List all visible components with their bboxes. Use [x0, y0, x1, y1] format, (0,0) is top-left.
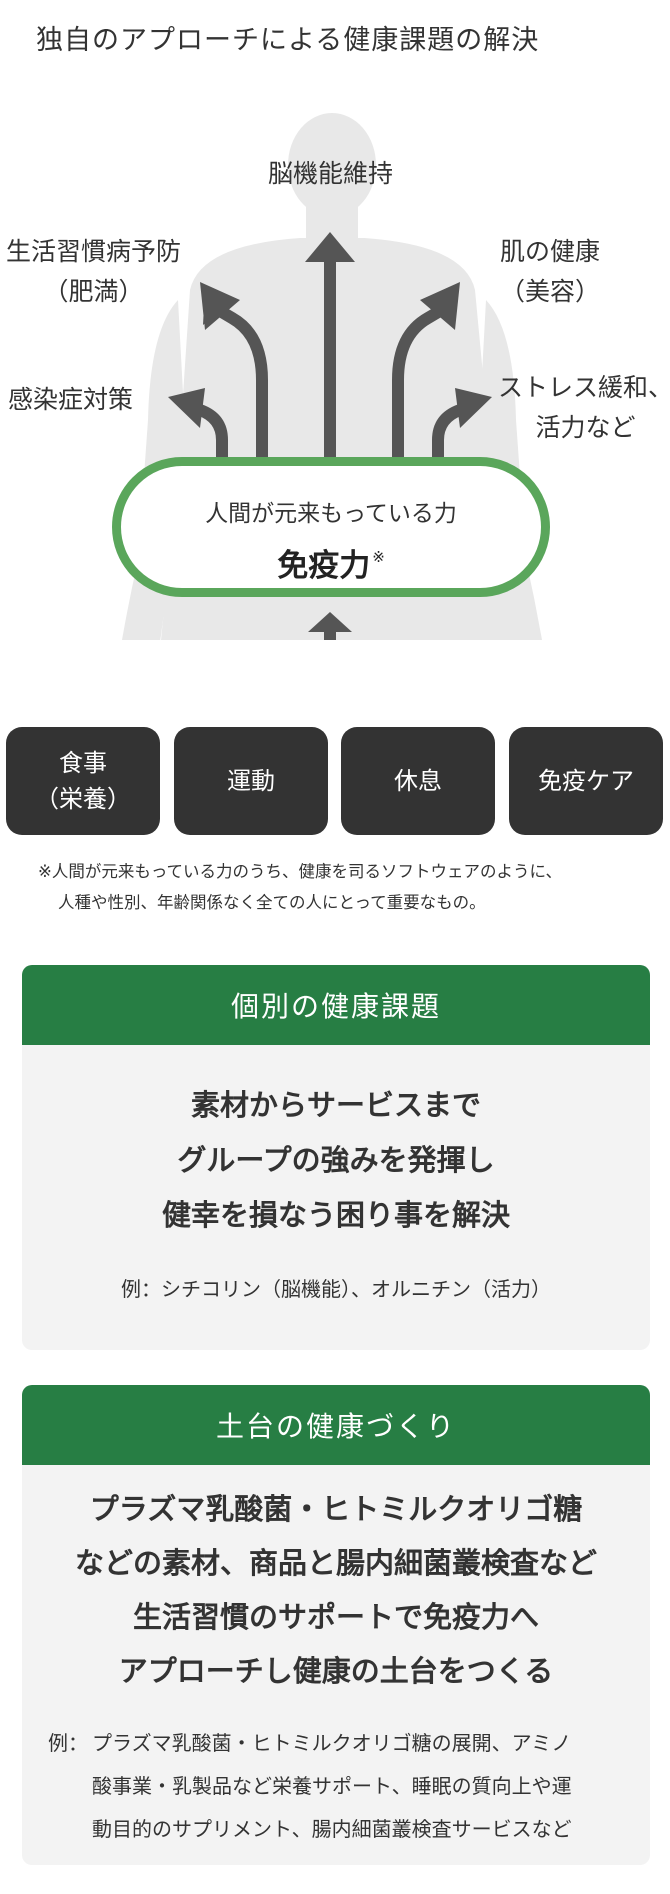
factor-immune-care: 免疫ケア: [509, 727, 663, 835]
card-individual-example: 例：シチコリン（脳機能）、オルニチン（活力）: [22, 1273, 650, 1302]
factor-exercise: 運動: [174, 727, 328, 835]
goal-skin-health: 肌の健康 （美容）: [500, 232, 600, 312]
card-individual-health: 個別の健康課題 素材からサービスまで グループの強みを発揮し 健幸を損なう困り事…: [22, 965, 650, 1350]
footnote: ※人間が元来もっている力のうち、健康を司るソフトウェアのように、 人種や性別、年…: [38, 856, 562, 918]
factor-rest: 休息: [341, 727, 495, 835]
footnote-mark: ※: [372, 548, 385, 566]
card-foundation-header: 土台の健康づくり: [22, 1385, 650, 1465]
goal-lifestyle-disease: 生活習慣病予防 （肥満）: [6, 232, 181, 312]
goal-brain-function: 脳機能維持: [268, 154, 393, 194]
card-foundation-lead: プラズマ乳酸菌・ヒトミルクオリゴ糖 などの素材、商品と腸内細菌叢検査など 生活習…: [22, 1482, 650, 1698]
example-label: 例：: [48, 1722, 88, 1765]
goal-infection-control: 感染症対策: [8, 380, 133, 420]
oval-title: 免疫力※: [121, 540, 541, 585]
factor-diet: 食事 （栄養）: [6, 727, 160, 835]
card-foundation-health: 土台の健康づくり プラズマ乳酸菌・ヒトミルクオリゴ糖 などの素材、商品と腸内細菌…: [22, 1385, 650, 1865]
goal-stress-relief: ストレス緩和、 活力など: [498, 368, 670, 448]
oval-subtitle: 人間が元来もっている力: [121, 494, 541, 528]
card-individual-header: 個別の健康課題: [22, 965, 650, 1045]
card-foundation-example: 例： プラズマ乳酸菌・ヒトミルクオリゴ糖の展開、アミノ 酸事業・乳製品など栄養サ…: [22, 1722, 650, 1851]
immunity-oval: 人間が元来もっている力 免疫力※: [112, 457, 550, 597]
card-individual-lead: 素材からサービスまで グループの強みを発揮し 健幸を損なう困り事を解決: [22, 1078, 650, 1243]
